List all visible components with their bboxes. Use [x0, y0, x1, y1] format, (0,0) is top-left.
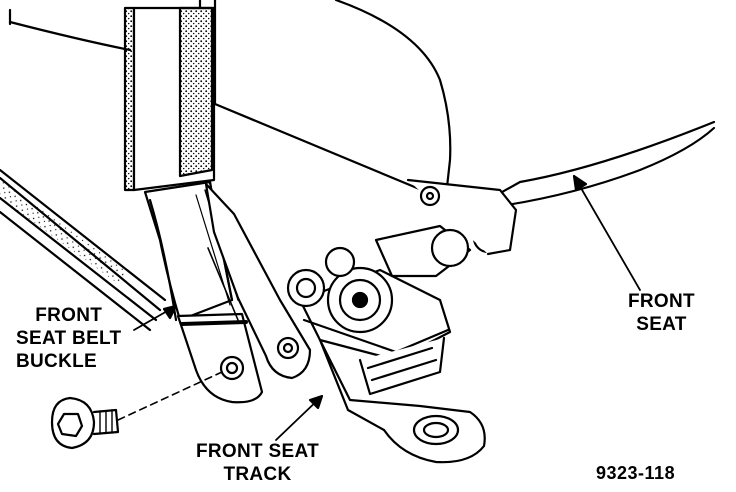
label-line: FRONT [628, 291, 695, 312]
label-line: SEAT BELT [16, 328, 122, 349]
label-line: BUCKLE [16, 351, 97, 372]
seat-track-assembly [286, 178, 518, 464]
figure-number: 9323-118 [596, 463, 676, 483]
label-line: TRACK [223, 464, 292, 485]
mounting-bolt [50, 371, 223, 450]
label-line: FRONT SEAT [196, 441, 319, 462]
buckle-anchor-strap [204, 182, 312, 380]
leader-buckle [133, 304, 178, 331]
leader-track [275, 394, 324, 441]
label-front-seat-belt-buckle: FRONT SEAT BELT BUCKLE [16, 304, 121, 373]
seat-belt-webbing [123, 6, 239, 322]
label-line: FRONT [35, 305, 103, 326]
rear-seat-cushion [0, 8, 167, 332]
leader-seat [572, 174, 641, 291]
label-front-seat: FRONT SEAT [628, 290, 695, 336]
label-line: SEAT [636, 314, 687, 335]
front-seat-cushion [198, 0, 716, 212]
label-front-seat-track: FRONT SEAT TRACK [196, 440, 319, 486]
